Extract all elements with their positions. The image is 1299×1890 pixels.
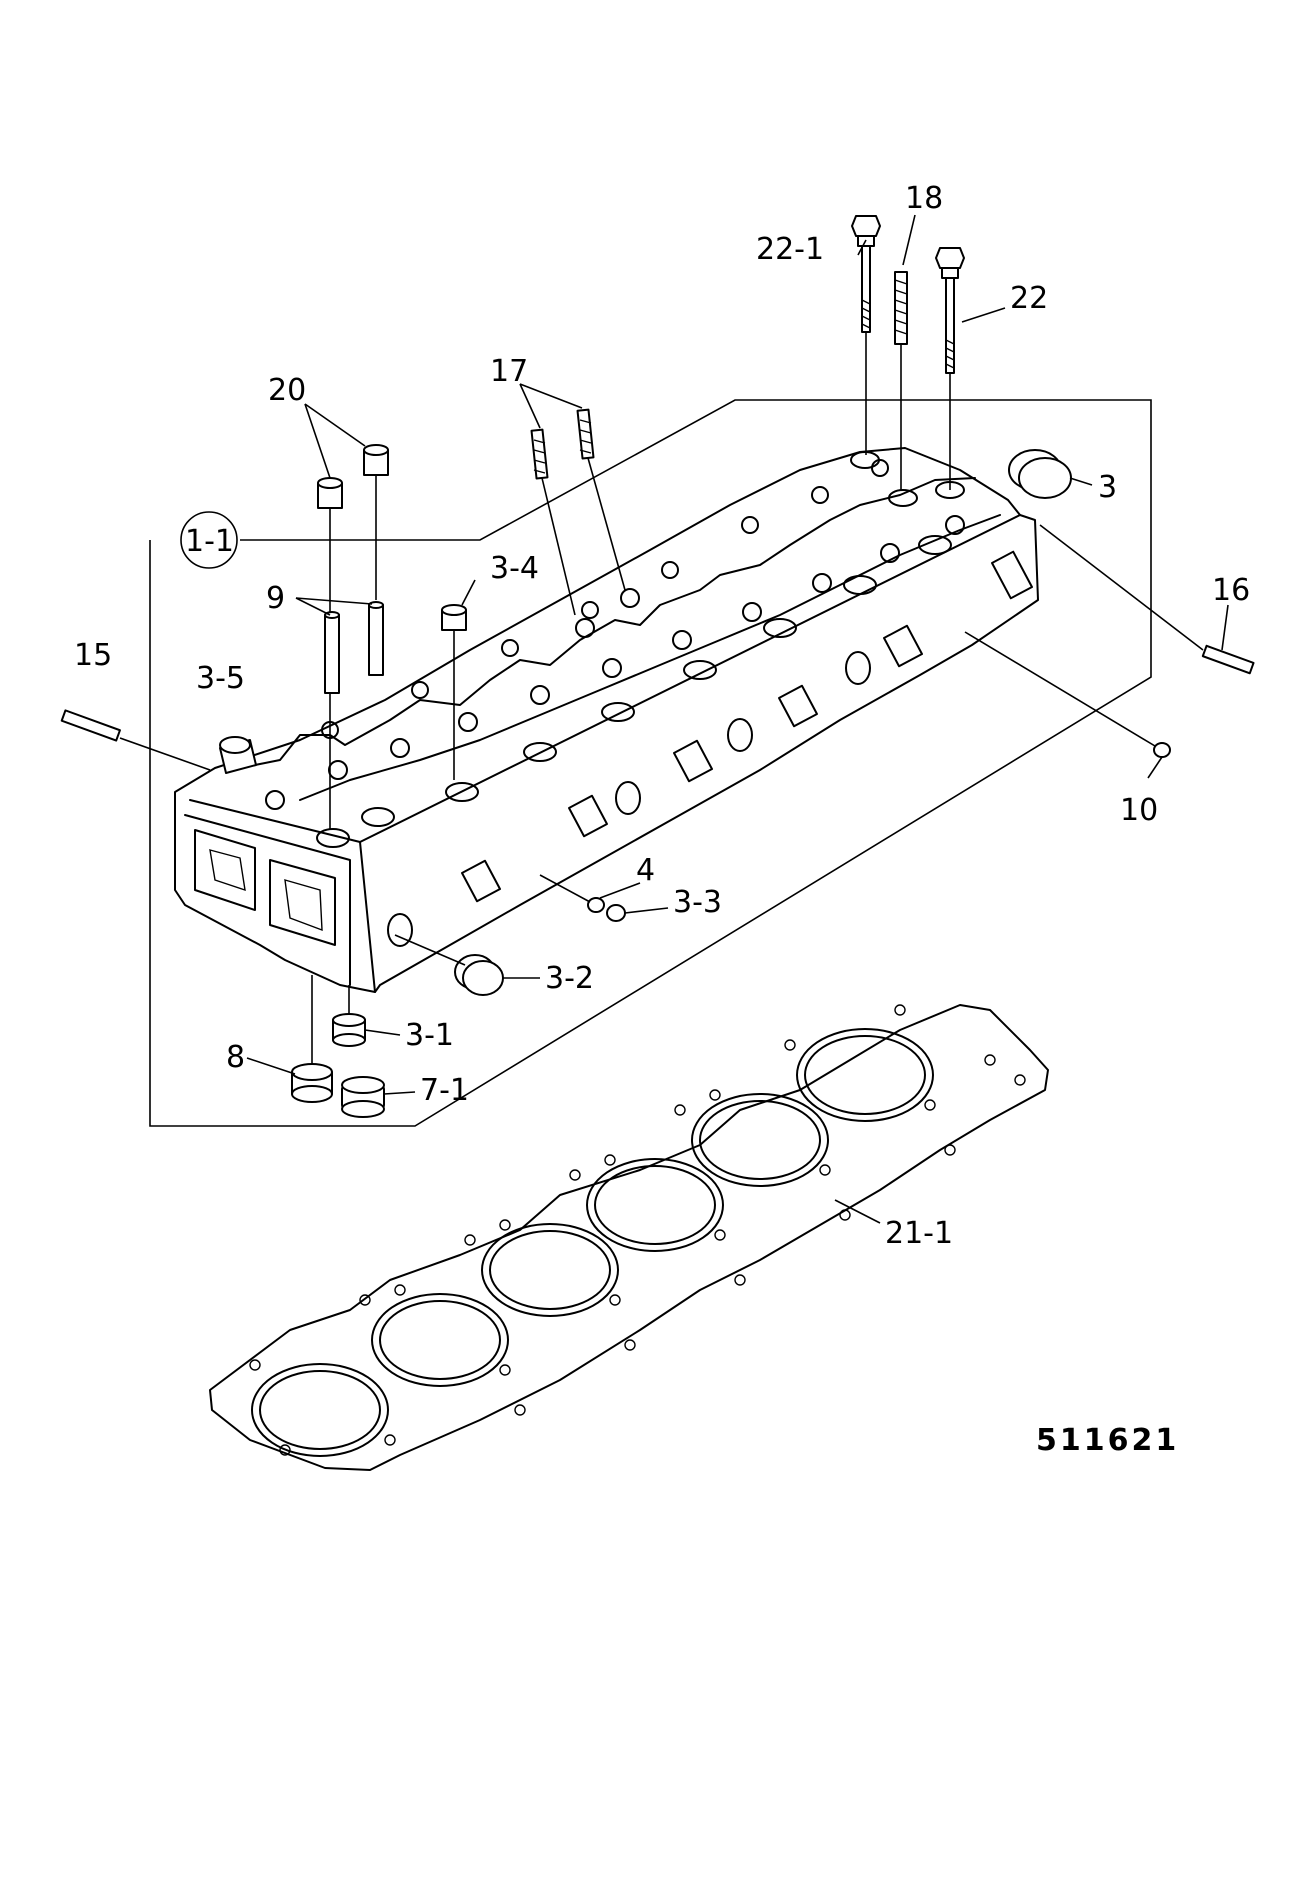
label-22-1: 22-1 (756, 232, 824, 267)
dowel-10 (964, 631, 1171, 758)
plug-3-4 (441, 604, 467, 780)
callout-1-1-circle (180, 511, 238, 569)
label-8: 8 (226, 1040, 245, 1075)
label-3: 3 (1098, 470, 1117, 505)
cylinder-head (174, 447, 1039, 993)
label-3-5: 3-5 (196, 661, 245, 696)
label-3-3: 3-3 (673, 885, 722, 920)
label-15: 15 (74, 638, 112, 673)
label-1-1: 1-1 (185, 524, 234, 559)
label-7-1: 7-1 (420, 1073, 469, 1108)
seals-lower (291, 975, 385, 1118)
bolt-22-1 (851, 215, 881, 455)
label-16: 16 (1212, 573, 1250, 608)
label-18: 18 (905, 181, 943, 216)
label-22: 22 (1010, 281, 1048, 316)
label-3-1: 3-1 (405, 1018, 454, 1053)
part-labels: 18 22-1 22 20 17 3 1-1 3-4 16 9 15 3-5 1… (74, 181, 1250, 1458)
label-3-4: 3-4 (490, 551, 539, 586)
bolt-22 (935, 247, 965, 490)
label-17: 17 (490, 354, 528, 389)
assembly-bracket (149, 399, 1152, 1127)
label-4: 4 (636, 853, 655, 888)
gasket-holes (249, 1004, 1026, 1456)
stud-18 (894, 271, 908, 490)
plug-20 (317, 444, 389, 830)
plugs-4-3-3 (539, 874, 626, 922)
stud-15 (60, 709, 211, 771)
label-10: 10 (1120, 793, 1158, 828)
cap-3 (1008, 449, 1072, 499)
leader-lines (246, 214, 1229, 1224)
stud-16 (1039, 524, 1255, 675)
label-21-1: 21-1 (885, 1216, 953, 1251)
label-20: 20 (268, 373, 306, 408)
label-3-2: 3-2 (545, 961, 594, 996)
sleeves-9 (324, 601, 384, 694)
head-gasket (209, 1004, 1049, 1471)
figure-number: 511621 (1036, 1423, 1179, 1458)
label-9: 9 (266, 581, 285, 616)
plug-3-2 (394, 934, 504, 996)
studs-17 (530, 408, 626, 616)
plug-3-5 (219, 736, 257, 774)
